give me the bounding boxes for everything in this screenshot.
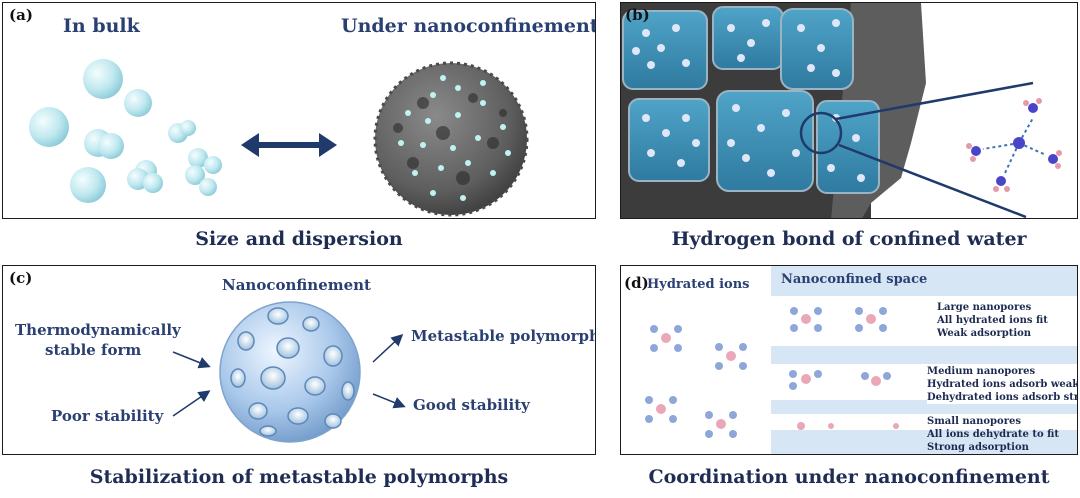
- small-pores-line1: Small nanopores: [927, 416, 1021, 427]
- panel-c-title: Nanoconfinement: [222, 276, 371, 294]
- zoom-indicator: [799, 81, 1034, 218]
- panel-b: (b): [620, 2, 1078, 219]
- large-pores-line3: Weak adsorption: [937, 328, 1032, 339]
- medium-pores-line3: Dehydrated ions adsorb strongly: [927, 391, 1077, 404]
- large-pores-line1: Large nanopores: [937, 302, 1032, 313]
- confinement-bands: [771, 266, 1077, 454]
- poor-stability-label: Poor stability: [51, 407, 164, 425]
- panel-c-label: (c): [9, 269, 33, 287]
- panel-d-illustration: [645, 266, 1077, 454]
- hydrated-ions-title: Hydrated ions: [647, 277, 750, 292]
- good-stability-label: Good stability: [413, 396, 530, 414]
- panel-c-caption: Stabilization of metastable polymorphs: [89, 466, 509, 488]
- double-arrow-icon: [241, 133, 337, 157]
- panel-a-illustration: [29, 59, 529, 217]
- nanoconfined-space-title: Nanoconfined space: [781, 272, 928, 287]
- panel-a-left-title: In bulk: [63, 15, 140, 37]
- water-molecules: [632, 19, 865, 182]
- medium-pores-line2: Hydrated ions adsorb weakly: [927, 379, 1078, 390]
- hydrated-ions-left: [645, 325, 747, 438]
- panel-a-caption: Size and dispersion: [195, 228, 403, 250]
- panel-c: (c) Nanoconfinement Thermodynamically st…: [2, 265, 596, 455]
- confined-ions: [789, 307, 899, 430]
- hydrogen-bond-network: [966, 98, 1062, 192]
- stable-form-line2: stable form: [45, 341, 142, 359]
- panel-a-right-title: Under nanoconfinement: [341, 15, 596, 37]
- water-cells: [622, 6, 880, 194]
- small-pores-line2: All ions dehydrate to fit: [927, 429, 1059, 440]
- panel-a: (a) In bulk Under nanoconfinement: [2, 2, 596, 219]
- panel-b-illustration: [621, 3, 1062, 218]
- medium-pores-line1: Medium nanopores: [927, 366, 1036, 377]
- porous-sphere-c: [219, 301, 361, 443]
- panel-d: (d) Hydrated ions: [620, 265, 1078, 455]
- bulk-particles: [29, 59, 222, 203]
- small-pores-line3: Strong adsorption: [927, 442, 1029, 453]
- large-pores-line2: All hydrated ions fit: [937, 315, 1048, 326]
- metastable-polymorphs-label: Metastable polymorphs: [411, 327, 596, 345]
- panel-b-caption: Hydrogen bond of confined water: [671, 228, 1027, 250]
- panel-c-illustration: [172, 301, 406, 443]
- stable-form-line1: Thermodynamically: [15, 321, 181, 339]
- panel-d-caption: Coordination under nanoconfinement: [648, 466, 1050, 488]
- panel-a-label: (a): [9, 6, 33, 24]
- porous-sphere: [373, 61, 529, 217]
- panel-c-arrows: [172, 333, 406, 417]
- panel-d-label: (d): [624, 274, 649, 292]
- panel-b-label: (b): [625, 6, 650, 24]
